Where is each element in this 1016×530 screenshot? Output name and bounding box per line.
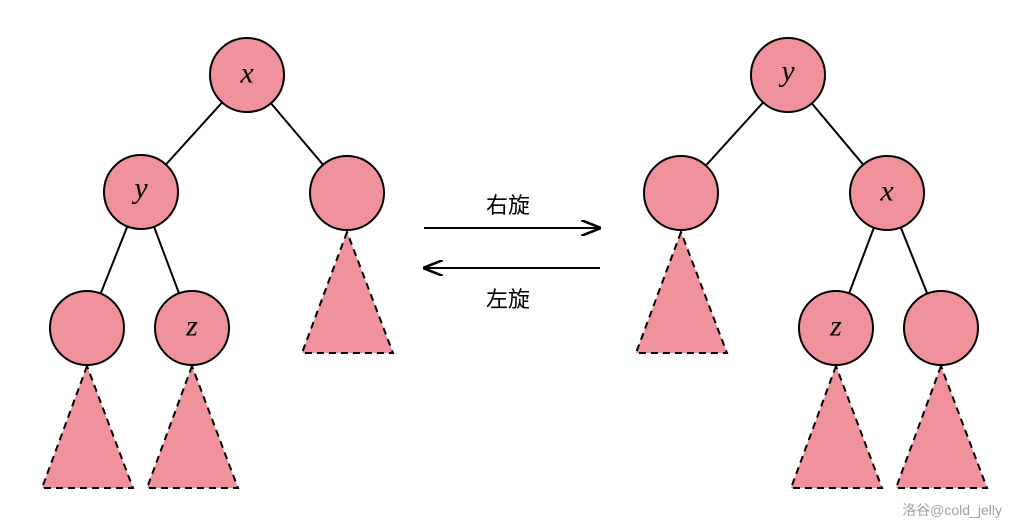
node-x xyxy=(849,155,925,231)
subtree-triangle xyxy=(40,363,135,489)
subtree-triangle xyxy=(789,363,884,489)
node-y xyxy=(750,37,826,113)
node-label: z xyxy=(829,310,842,343)
right-rotate-label: 右旋 xyxy=(486,194,530,219)
node-label: y xyxy=(131,172,148,205)
subtree-triangle xyxy=(634,229,729,354)
rotation-arrows: 右旋 左旋 xyxy=(424,194,600,313)
node-x xyxy=(209,37,285,113)
subtree-triangle xyxy=(145,363,240,489)
left-rotate-label: 左旋 xyxy=(486,288,530,313)
node-empty xyxy=(643,155,719,231)
node-label: x xyxy=(879,175,894,208)
node-label: y xyxy=(778,55,795,88)
node-label: x xyxy=(239,57,254,90)
node-empty xyxy=(309,155,385,231)
node-empty xyxy=(903,290,979,366)
node-z xyxy=(798,290,874,366)
node-z xyxy=(154,290,230,366)
left-tree: x y z xyxy=(40,37,395,489)
subtree-triangle xyxy=(300,229,395,354)
node-empty xyxy=(49,290,125,366)
node-label: z xyxy=(185,310,198,343)
node-y xyxy=(103,154,179,230)
watermark: 洛谷@cold_jelly xyxy=(902,502,1002,518)
right-tree: y x z xyxy=(634,37,989,489)
subtree-triangle xyxy=(894,363,989,489)
